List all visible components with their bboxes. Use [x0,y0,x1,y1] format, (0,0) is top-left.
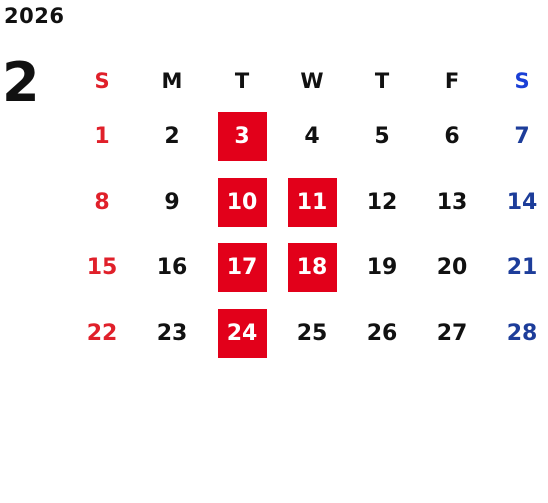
weekday-header-wednesday: W [300,69,324,93]
calendar-grid: S M T W T F S 1 2 3 4 5 6 7 8 9 10 11 12… [67,58,548,366]
day-number: 19 [366,255,398,281]
day-cell: 21 [487,235,548,301]
day-number: 10 [217,177,267,227]
day-number: 17 [217,243,267,293]
day-cell: 22 [67,301,137,367]
day-number: 1 [94,124,110,150]
day-number: 2 [164,124,180,150]
day-number: 7 [514,124,530,150]
day-number: 25 [296,320,328,346]
day-number: 6 [444,124,460,150]
day-number: 9 [164,189,180,215]
weekday-header-friday: F [444,69,460,93]
day-number: 20 [436,255,468,281]
day-number: 3 [217,112,267,162]
day-number: 16 [156,255,188,281]
day-number: 23 [156,320,188,346]
day-cell: 26 [347,301,417,367]
day-number: 15 [86,255,118,281]
weekday-header-monday: M [161,69,183,93]
day-cell: 28 [487,301,548,367]
day-cell: 20 [417,235,487,301]
day-cell: 6 [417,104,487,170]
day-number: 21 [506,255,538,281]
day-number: 11 [287,177,337,227]
day-cell: 27 [417,301,487,367]
year-label: 2026 [4,4,65,28]
weekday-header-tuesday: T [234,69,250,93]
day-cell: 7 [487,104,548,170]
day-cell: 12 [347,170,417,236]
month-label: 2 [2,51,40,114]
day-cell-highlighted: 11 [277,170,347,236]
day-number: 8 [94,189,110,215]
day-cell: 25 [277,301,347,367]
day-cell: 15 [67,235,137,301]
day-cell: 14 [487,170,548,236]
day-cell: 9 [137,170,207,236]
day-cell: 5 [347,104,417,170]
day-number: 18 [287,243,337,293]
day-cell: 1 [67,104,137,170]
day-cell-highlighted: 10 [207,170,277,236]
day-cell-highlighted: 3 [207,104,277,170]
day-cell: 19 [347,235,417,301]
weekday-header-sunday: S [94,69,110,93]
day-number: 12 [366,189,398,215]
day-number: 27 [436,320,468,346]
day-number: 4 [304,124,320,150]
day-cell: 23 [137,301,207,367]
day-cell: 13 [417,170,487,236]
day-number: 14 [506,189,538,215]
day-number: 22 [86,320,118,346]
day-cell: 2 [137,104,207,170]
weekday-header-thursday: T [374,69,390,93]
day-cell: 16 [137,235,207,301]
day-number: 24 [217,308,267,358]
day-number: 28 [506,320,538,346]
day-cell: 4 [277,104,347,170]
weekday-header-saturday: S [514,69,530,93]
day-cell-highlighted: 24 [207,301,277,367]
day-number: 26 [366,320,398,346]
day-cell-highlighted: 17 [207,235,277,301]
day-number: 5 [374,124,390,150]
day-number: 13 [436,189,468,215]
day-cell-highlighted: 18 [277,235,347,301]
day-cell: 8 [67,170,137,236]
